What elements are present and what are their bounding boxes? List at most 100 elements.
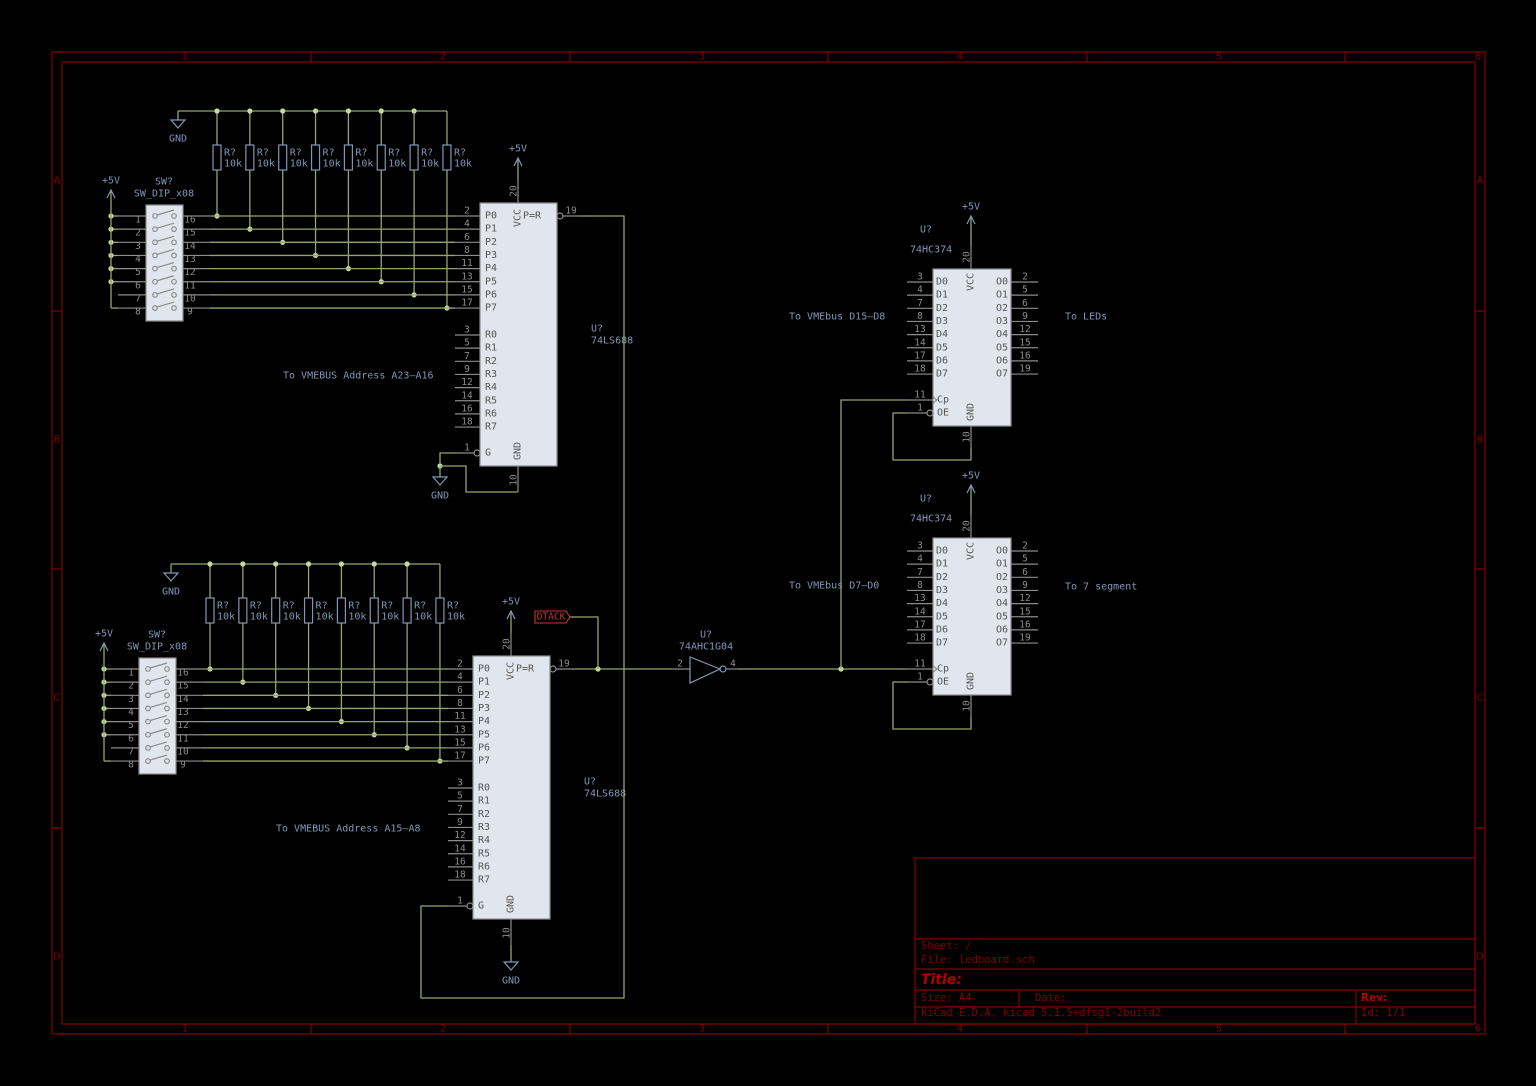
pin-number: 9 bbox=[180, 760, 186, 771]
switch-contact bbox=[152, 239, 158, 246]
pin-number: 4 bbox=[730, 659, 736, 670]
input-note: To VMEbus D15–D8 bbox=[789, 312, 885, 323]
column-label: 6 bbox=[1475, 52, 1481, 63]
pin-name: G bbox=[478, 901, 484, 912]
resistor bbox=[238, 597, 248, 624]
pin-name: O5 bbox=[996, 342, 1008, 353]
latch-74hc374 bbox=[932, 537, 1012, 696]
rev-label: Rev: bbox=[1361, 992, 1387, 1004]
component-ref: U? bbox=[591, 324, 603, 335]
pin-number: 20 bbox=[509, 185, 520, 197]
pin-name: R6 bbox=[478, 861, 490, 872]
switch-contact bbox=[164, 731, 170, 738]
gnd-label: GND bbox=[162, 587, 180, 598]
pin-number: 19 bbox=[1019, 364, 1031, 375]
column-label: 5 bbox=[1216, 1024, 1222, 1035]
pin-name: OE bbox=[937, 408, 949, 419]
switch-contact bbox=[145, 705, 151, 712]
switch-contact bbox=[164, 758, 170, 764]
switch-contact bbox=[145, 718, 151, 725]
pin-name: O6 bbox=[996, 355, 1008, 366]
switch-lever-icon bbox=[156, 222, 175, 229]
frame-inner bbox=[61, 61, 1476, 1025]
pin-name: D3 bbox=[936, 316, 948, 327]
resistor-value: 10k bbox=[381, 612, 399, 623]
pin-name: GND bbox=[513, 442, 524, 460]
size-label: Size: A4 bbox=[921, 992, 972, 1004]
pin-name: P3 bbox=[485, 250, 497, 261]
pin-number: 1 bbox=[917, 403, 923, 414]
pin-number: 6 bbox=[457, 685, 463, 696]
switch-contact bbox=[152, 213, 158, 219]
pin-name: P=R bbox=[516, 664, 535, 675]
pin-name: VCC bbox=[966, 273, 977, 291]
pin-number: 5 bbox=[135, 267, 141, 278]
pin-name: P2 bbox=[485, 237, 497, 248]
resistor-ref: R? bbox=[224, 148, 236, 159]
pin-number: 9 bbox=[1022, 580, 1028, 591]
pin-name: GND bbox=[506, 895, 517, 913]
vcc-label: +5V bbox=[502, 597, 520, 608]
junction-dot bbox=[378, 108, 384, 114]
pin-name: D5 bbox=[936, 342, 948, 353]
pin-name: D4 bbox=[936, 598, 948, 609]
pin-number: 3 bbox=[457, 778, 463, 789]
switch-lever-icon bbox=[149, 675, 168, 682]
pin-number: 9 bbox=[187, 307, 193, 318]
switch-contact bbox=[145, 758, 151, 764]
switch-contact bbox=[164, 745, 170, 751]
row-label: B bbox=[54, 435, 61, 446]
pin-name: O4 bbox=[996, 329, 1008, 340]
pin-number: 19 bbox=[565, 206, 577, 217]
resistor bbox=[376, 144, 386, 171]
junction-dot bbox=[312, 108, 319, 114]
pin-number: 20 bbox=[962, 520, 973, 532]
row-label: B bbox=[1477, 435, 1484, 446]
column-label: 4 bbox=[957, 52, 963, 63]
pin-number: 10 bbox=[184, 293, 196, 304]
switch-contact bbox=[171, 278, 177, 285]
resistor-value: 10k bbox=[323, 159, 341, 170]
pin-name: R5 bbox=[478, 848, 490, 859]
resistor-value: 10k bbox=[421, 159, 439, 170]
pin-number: 11 bbox=[914, 390, 926, 401]
resistor bbox=[212, 144, 222, 171]
input-note: To VMEbus D7–D0 bbox=[789, 581, 879, 592]
pin-number: 13 bbox=[184, 254, 195, 265]
switch-lever-icon bbox=[156, 235, 175, 242]
clock-icon bbox=[932, 396, 938, 404]
resistor-ref: R? bbox=[217, 601, 229, 612]
resistor-value: 10k bbox=[217, 612, 235, 623]
pin-name: R7 bbox=[485, 422, 497, 433]
switch-lever-icon bbox=[149, 728, 168, 735]
pin-number: 4 bbox=[917, 554, 923, 565]
wire bbox=[570, 616, 599, 669]
pin-name: P2 bbox=[478, 690, 490, 701]
resistor-ref: R? bbox=[290, 148, 302, 159]
dip-switch bbox=[138, 657, 177, 775]
clock-icon bbox=[932, 665, 938, 673]
switch-contact bbox=[152, 278, 158, 285]
pin-number: 9 bbox=[457, 817, 463, 828]
pin-number: 14 bbox=[914, 606, 926, 617]
pin-name: O7 bbox=[996, 369, 1008, 380]
pin-number: 5 bbox=[464, 338, 470, 349]
resistor-value: 10k bbox=[454, 159, 472, 170]
pin-name: R0 bbox=[485, 330, 497, 341]
switch-value: SW_DIP_x08 bbox=[134, 189, 194, 200]
wire bbox=[892, 681, 972, 730]
vcc-arrow-icon bbox=[99, 641, 109, 652]
pin-number: 10 bbox=[962, 700, 973, 712]
pin-name: O6 bbox=[996, 624, 1008, 635]
pin-number: 1 bbox=[464, 443, 470, 454]
pin-number: 20 bbox=[502, 638, 513, 650]
pin-number: 11 bbox=[177, 733, 189, 744]
pin-number: 19 bbox=[558, 659, 570, 670]
switch-lever-icon bbox=[149, 715, 168, 722]
resistor bbox=[336, 597, 346, 624]
pin-number: 3 bbox=[135, 241, 141, 252]
pin-number: 16 bbox=[184, 215, 196, 226]
resistor-ref: R? bbox=[355, 148, 367, 159]
switch-contact bbox=[171, 305, 177, 311]
